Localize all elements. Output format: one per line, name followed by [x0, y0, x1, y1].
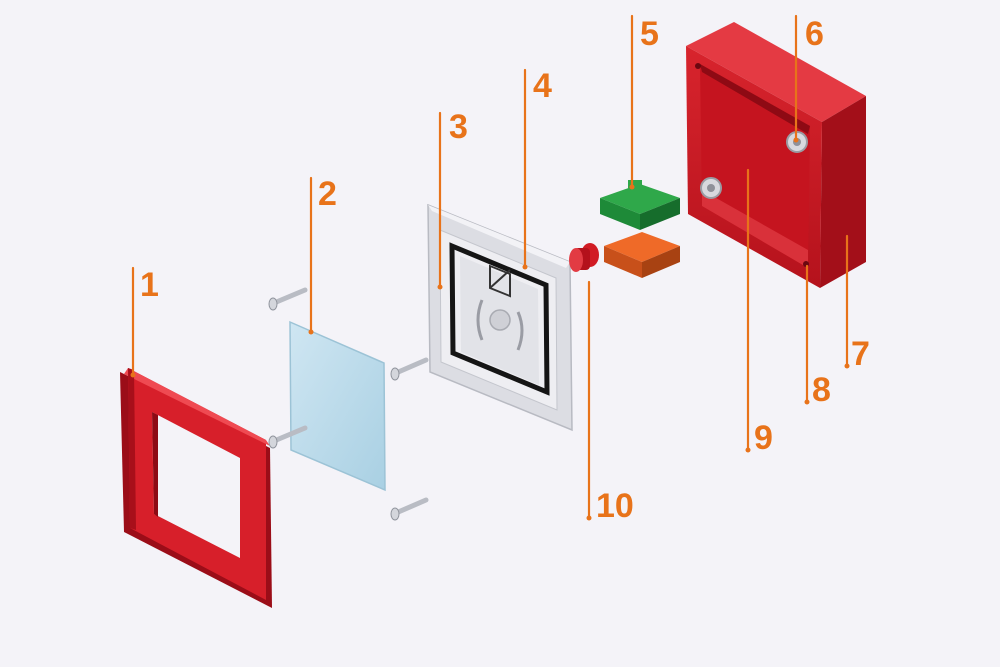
callout-number-3: 3 — [449, 108, 468, 146]
callout-number-2: 2 — [318, 175, 337, 213]
callout-number-7: 7 — [851, 335, 870, 373]
front-frame — [120, 368, 272, 608]
leader-dot-7 — [844, 363, 850, 369]
screw-icon — [268, 425, 308, 449]
leader-dot-10 — [586, 515, 592, 521]
leader-dot-6 — [793, 137, 799, 143]
screw-icon — [268, 287, 308, 311]
callout-number-1: 1 — [140, 266, 159, 304]
screw-icon — [390, 357, 429, 381]
leader-dot-9 — [745, 447, 751, 453]
leader-dot-4 — [522, 264, 528, 270]
orange-contact-block — [604, 232, 680, 278]
leader-dot-5 — [629, 184, 635, 190]
glass-panel — [289, 320, 386, 492]
callout-number-8: 8 — [812, 371, 831, 409]
callout-number-4: 4 — [533, 67, 552, 105]
leader-dot-8 — [804, 399, 810, 405]
green-contact-block — [600, 180, 680, 230]
leader-dot-1 — [130, 372, 136, 378]
mounting-plate — [427, 203, 573, 432]
callout-number-9: 9 — [754, 419, 773, 457]
callout-number-6: 6 — [805, 15, 824, 53]
leader-dot-2 — [308, 329, 314, 335]
callouts: 1 2 3 4 5 6 78 9 10 — [130, 14, 870, 525]
callout-number-10: 10 — [596, 487, 634, 525]
back-box — [686, 22, 866, 288]
screws — [268, 287, 429, 521]
red-pushbutton — [569, 243, 599, 272]
leader-dot-3 — [437, 284, 443, 290]
callout-number-5: 5 — [640, 15, 659, 53]
screw-icon — [390, 497, 429, 521]
